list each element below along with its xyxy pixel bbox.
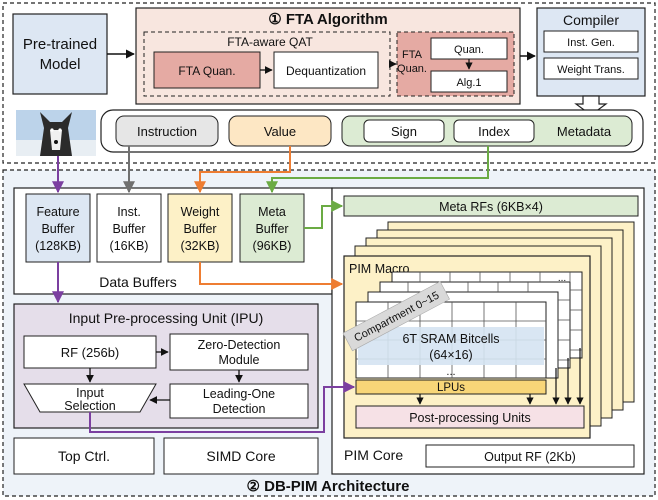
fta-quan-label: FTA Quan. (178, 64, 235, 78)
weight-buffer-box (167, 193, 233, 263)
compiler-title: Compiler (563, 12, 619, 28)
meta-buffer-l2: Buffer (255, 222, 288, 236)
connector-value-to-weight (194, 146, 291, 194)
quan-label: Quan. (454, 44, 484, 56)
grid-dots-back: ... (558, 273, 566, 284)
lpu-output-arrows (416, 348, 584, 405)
alg1-box (430, 70, 508, 93)
sign-box (363, 119, 445, 143)
index-box (453, 119, 535, 143)
sram-label-2: (64×16) (429, 348, 472, 362)
inst-buffer-l1: Inst. (117, 205, 141, 219)
inst-buffer-l2: Buffer (112, 222, 145, 236)
index-label: Index (478, 124, 510, 139)
top-ctrl-label: Top Ctrl. (58, 448, 110, 464)
feature-buffer-l3: (128KB) (35, 239, 81, 253)
weight-buffer-l1: Weight (181, 205, 220, 219)
fta-aware-qat-title: FTA-aware QAT (227, 35, 313, 49)
value-box (228, 115, 332, 147)
connector-index-to-meta (266, 146, 489, 194)
top-ctrl-box (13, 437, 155, 475)
sram-dots: ... (446, 366, 455, 378)
weight-buffer-l3: (32KB) (181, 239, 220, 253)
instruction-label: Instruction (137, 124, 197, 139)
meta-buffer-l3: (96KB) (253, 239, 292, 253)
lpus-label: LPUs (437, 382, 465, 394)
fta-algorithm-title: ① FTA Algorithm (268, 11, 388, 28)
sram-bitcells-box (358, 327, 544, 365)
leading-one-l2: Detection (213, 402, 266, 416)
data-buffers-label: Data Buffers (99, 274, 177, 290)
value-label: Value (264, 124, 296, 139)
connector-meta-to-rfs (304, 200, 344, 229)
input-selection-mux (23, 383, 157, 413)
dequantization-label: Dequantization (286, 64, 366, 78)
zero-detection-l2: Module (219, 353, 260, 367)
fta-aware-qat-box (143, 31, 391, 97)
instruction-box (115, 115, 219, 147)
pim-core-label: PIM Core (344, 447, 403, 463)
simd-core-box (163, 437, 319, 475)
sram-label-1: 6T SRAM Bitcells (402, 332, 499, 346)
weight-trans-box (543, 57, 639, 80)
ipu-title: Input Pre-processing Unit (IPU) (69, 310, 264, 326)
meta-rfs-label: Meta RFs (6KB×4) (439, 200, 543, 214)
sign-label: Sign (391, 124, 417, 139)
leading-one-box (169, 383, 309, 419)
connector-weight-to-macro (199, 262, 344, 290)
meta-rfs-box (343, 195, 639, 217)
dequantization-box (273, 51, 379, 89)
rf-label: RF (256b) (61, 345, 120, 360)
pretrained-model-label-1: Pre-trained (23, 36, 97, 53)
pretrained-model-box (12, 13, 108, 95)
zero-detection-l1: Zero-Detection (198, 338, 281, 352)
post-processing-label: Post-processing Units (409, 411, 531, 425)
leading-one-l1: Leading-One (203, 387, 275, 401)
inst-gen-label: Inst. Gen. (567, 37, 615, 49)
output-rf-label: Output RF (2Kb) (484, 450, 576, 464)
feature-buffer-box (25, 193, 91, 263)
inst-gen-box (543, 30, 639, 53)
connector-selection-to-lpus (89, 381, 356, 433)
weight-buffer-l2: Buffer (183, 222, 216, 236)
output-rf-box (425, 444, 635, 468)
metadata-label: Metadata (557, 124, 612, 139)
simd-core-label: SIMD Core (206, 448, 275, 464)
inst-buffer-l3: (16KB) (110, 239, 149, 253)
fta-quan-small-2: Quan. (397, 63, 427, 75)
input-image (16, 110, 96, 156)
post-processing-box (355, 405, 585, 429)
input-selection-l2: Selection (64, 399, 115, 413)
feature-buffer-l1: Feature (36, 205, 79, 219)
weight-trans-label: Weight Trans. (557, 64, 625, 76)
inst-buffer-box (96, 193, 162, 263)
meta-buffer-l1: Meta (258, 205, 286, 219)
zero-detection-box (169, 333, 309, 371)
arch-title: ② DB-PIM Architecture (247, 478, 410, 495)
input-selection-l1: Input (76, 386, 104, 400)
lpus-box (355, 379, 547, 395)
fta-quan-small-1: FTA (402, 49, 423, 61)
pretrained-model-label-2: Model (40, 56, 81, 73)
feature-buffer-l2: Buffer (41, 222, 74, 236)
alg1-label: Alg.1 (456, 77, 481, 89)
